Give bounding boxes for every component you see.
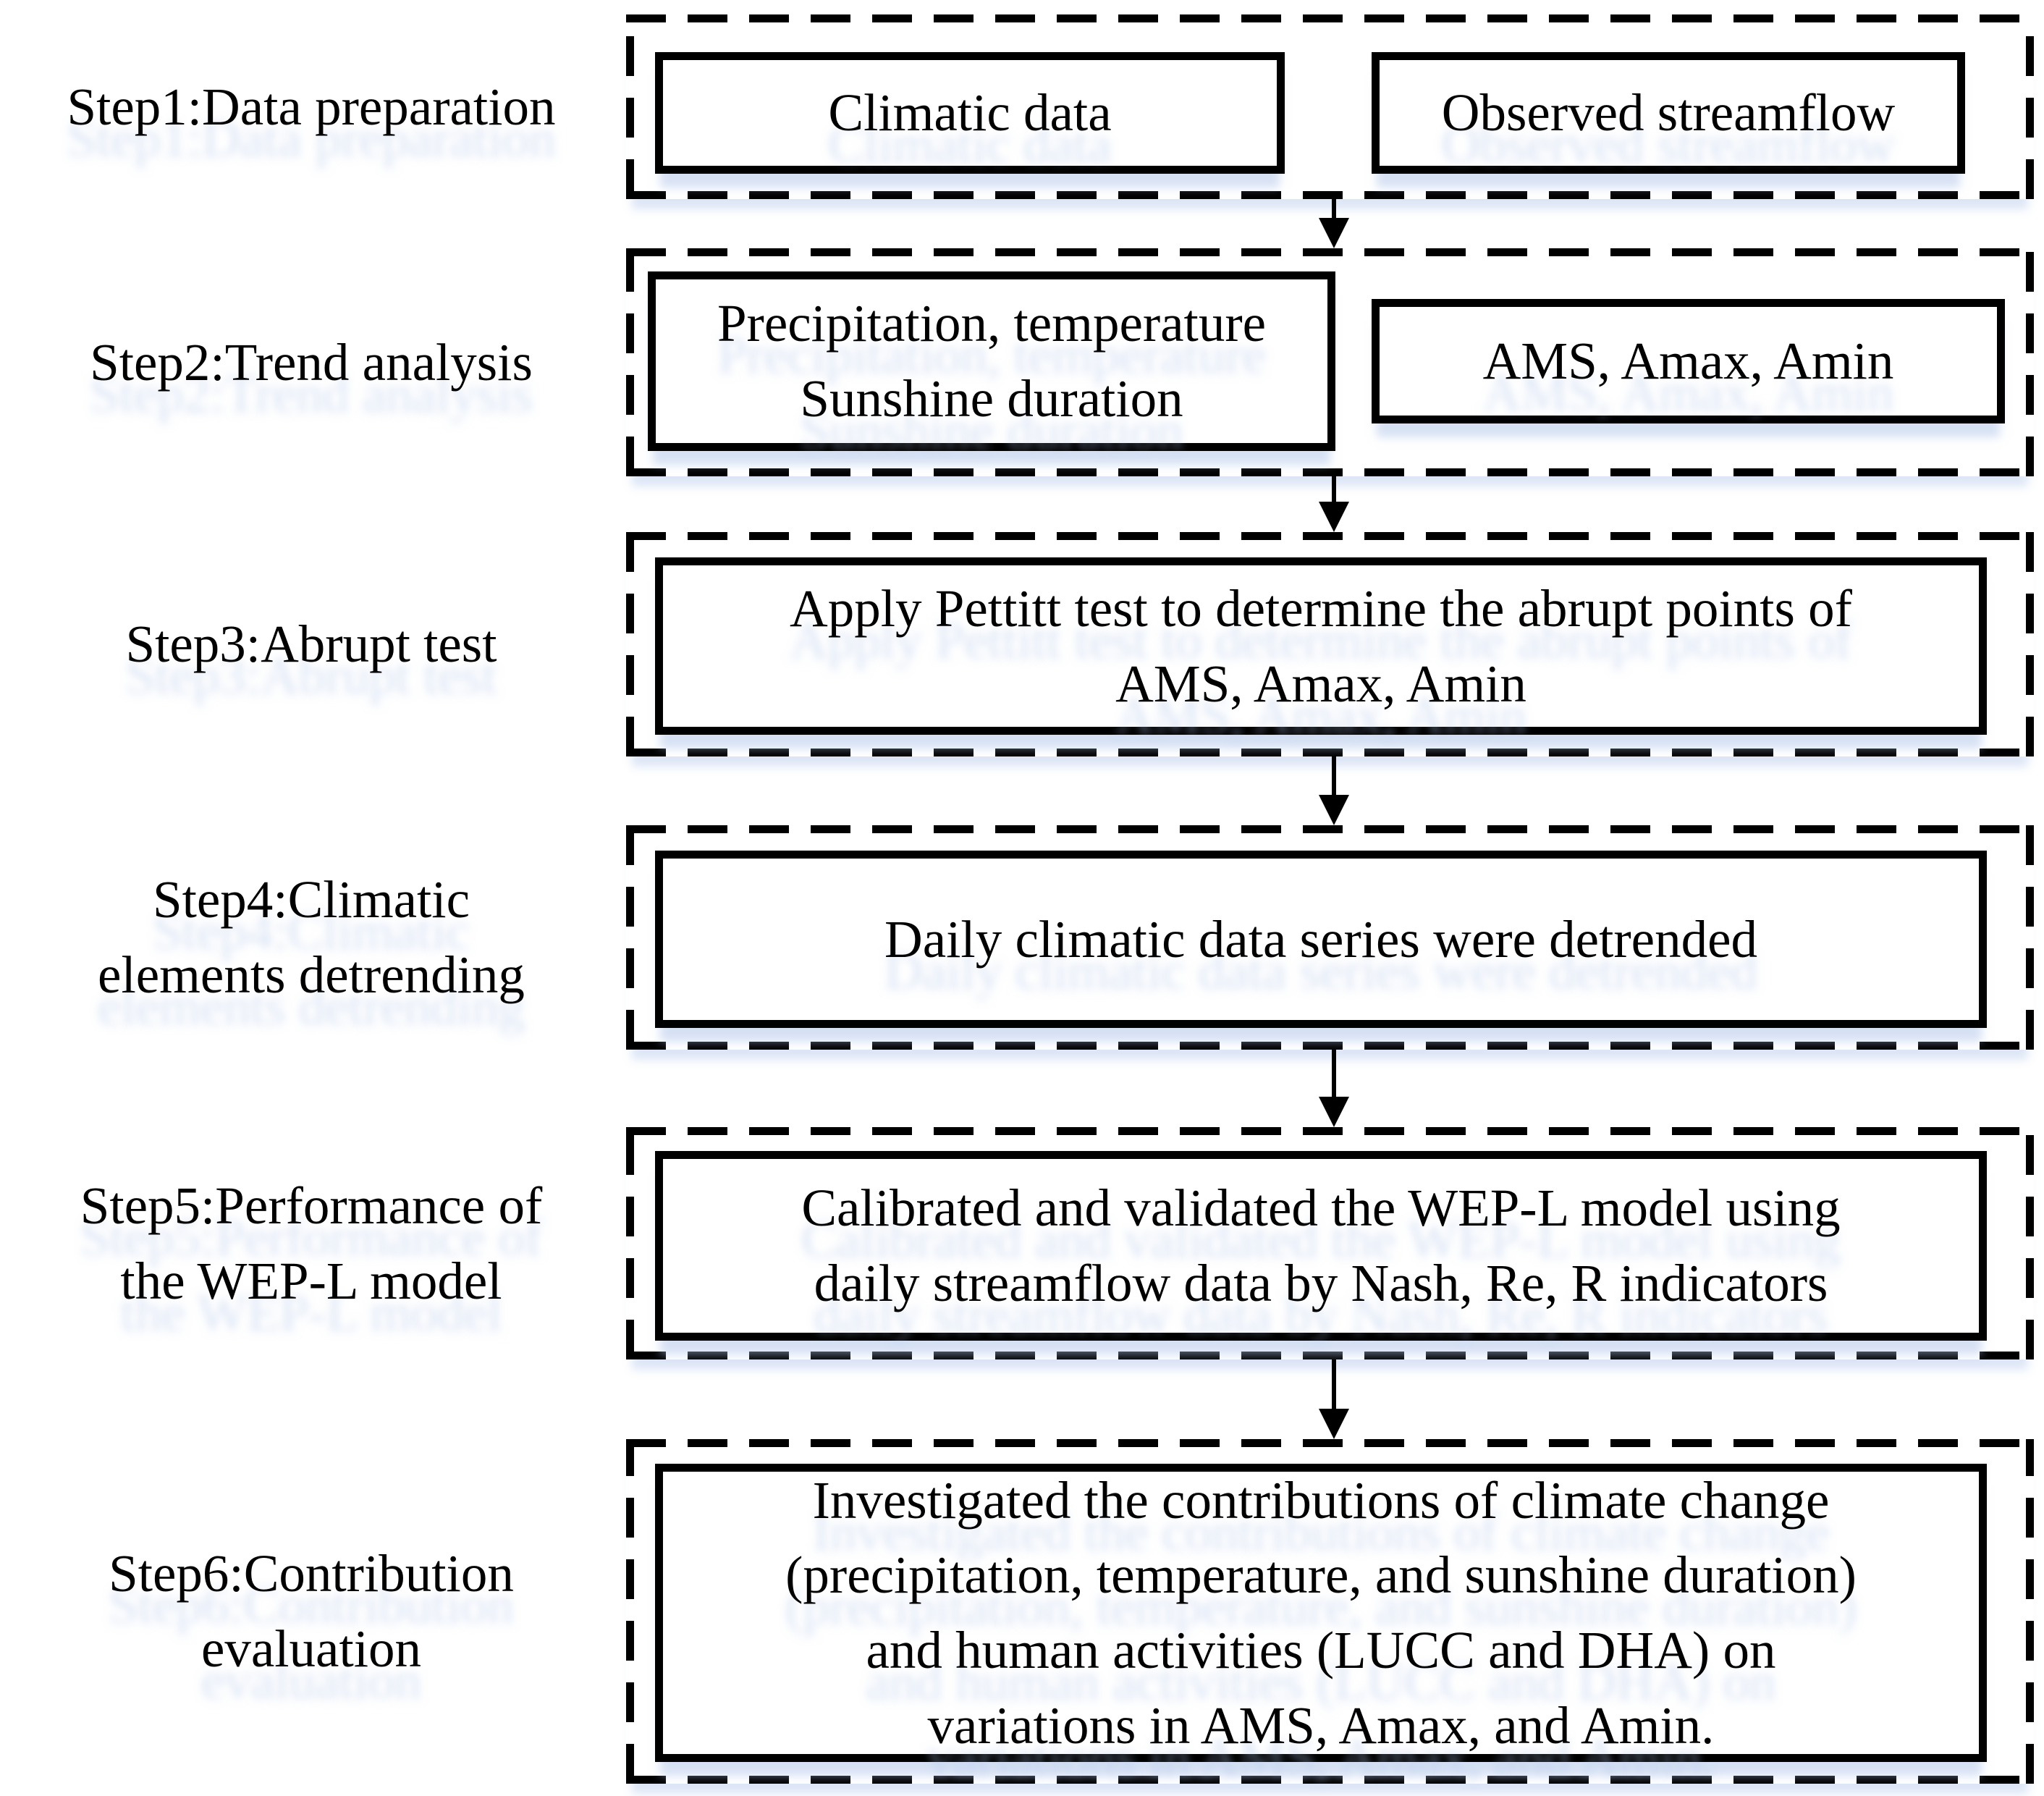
arrow-head-icon (1319, 1409, 1349, 1439)
step3-label: Step3:Abrupt test (125, 615, 497, 674)
arrow-stem (1332, 1050, 1336, 1097)
arrow-stem (1332, 476, 1336, 502)
step1-dashed-frame: Climatic data Observed streamflow (626, 14, 2034, 199)
step2-box-precipitation-temperature: Precipitation, temperature Sunshine dura… (648, 271, 1335, 451)
down-arrow-5 (1318, 1359, 1350, 1439)
step2-label: Step2:Trend analysis (90, 332, 533, 392)
step6-dashed-frame: Investigated the contributions of climat… (626, 1439, 2034, 1784)
arrow-head-icon (1319, 1097, 1349, 1127)
arrow-stem (1332, 756, 1336, 795)
step3-dashed-frame: Apply Pettitt test to determine the abru… (626, 532, 2034, 756)
arrow-head-icon (1319, 502, 1349, 532)
down-arrow-3 (1318, 756, 1350, 825)
down-arrow-4 (1318, 1050, 1350, 1127)
down-arrow-1 (1318, 199, 1350, 248)
arrow-stem (1332, 199, 1336, 218)
step4-box-detrended-series: Daily climatic data series were detrende… (655, 851, 1987, 1028)
step3-box-pettitt-test: Apply Pettitt test to determine the abru… (655, 557, 1987, 735)
step5-dashed-frame: Calibrated and validated the WEP-L model… (626, 1127, 2034, 1359)
step2-box-ams-amax-amin: AMS, Amax, Amin (1372, 299, 2005, 423)
down-arrow-2 (1318, 476, 1350, 532)
step6-label: Step6:Contribution evaluation (109, 1544, 514, 1678)
arrow-head-icon (1319, 218, 1349, 248)
step1-box-climatic-data: Climatic data (655, 52, 1285, 174)
step4-dashed-frame: Daily climatic data series were detrende… (626, 825, 2034, 1050)
step6-box-contribution-evaluation: Investigated the contributions of climat… (655, 1464, 1987, 1762)
arrow-stem (1332, 1359, 1336, 1409)
step1-label: Step1:Data preparation (67, 77, 556, 136)
step1-box-observed-streamflow: Observed streamflow (1372, 52, 1965, 174)
step5-box-wepl-calibration: Calibrated and validated the WEP-L model… (655, 1151, 1987, 1341)
arrow-head-icon (1319, 795, 1349, 825)
step2-dashed-frame: Precipitation, temperature Sunshine dura… (626, 248, 2034, 476)
step4-label: Step4:Climatic elements detrending (98, 870, 525, 1004)
step5-label: Step5:Performance of the WEP-L model (80, 1176, 543, 1310)
